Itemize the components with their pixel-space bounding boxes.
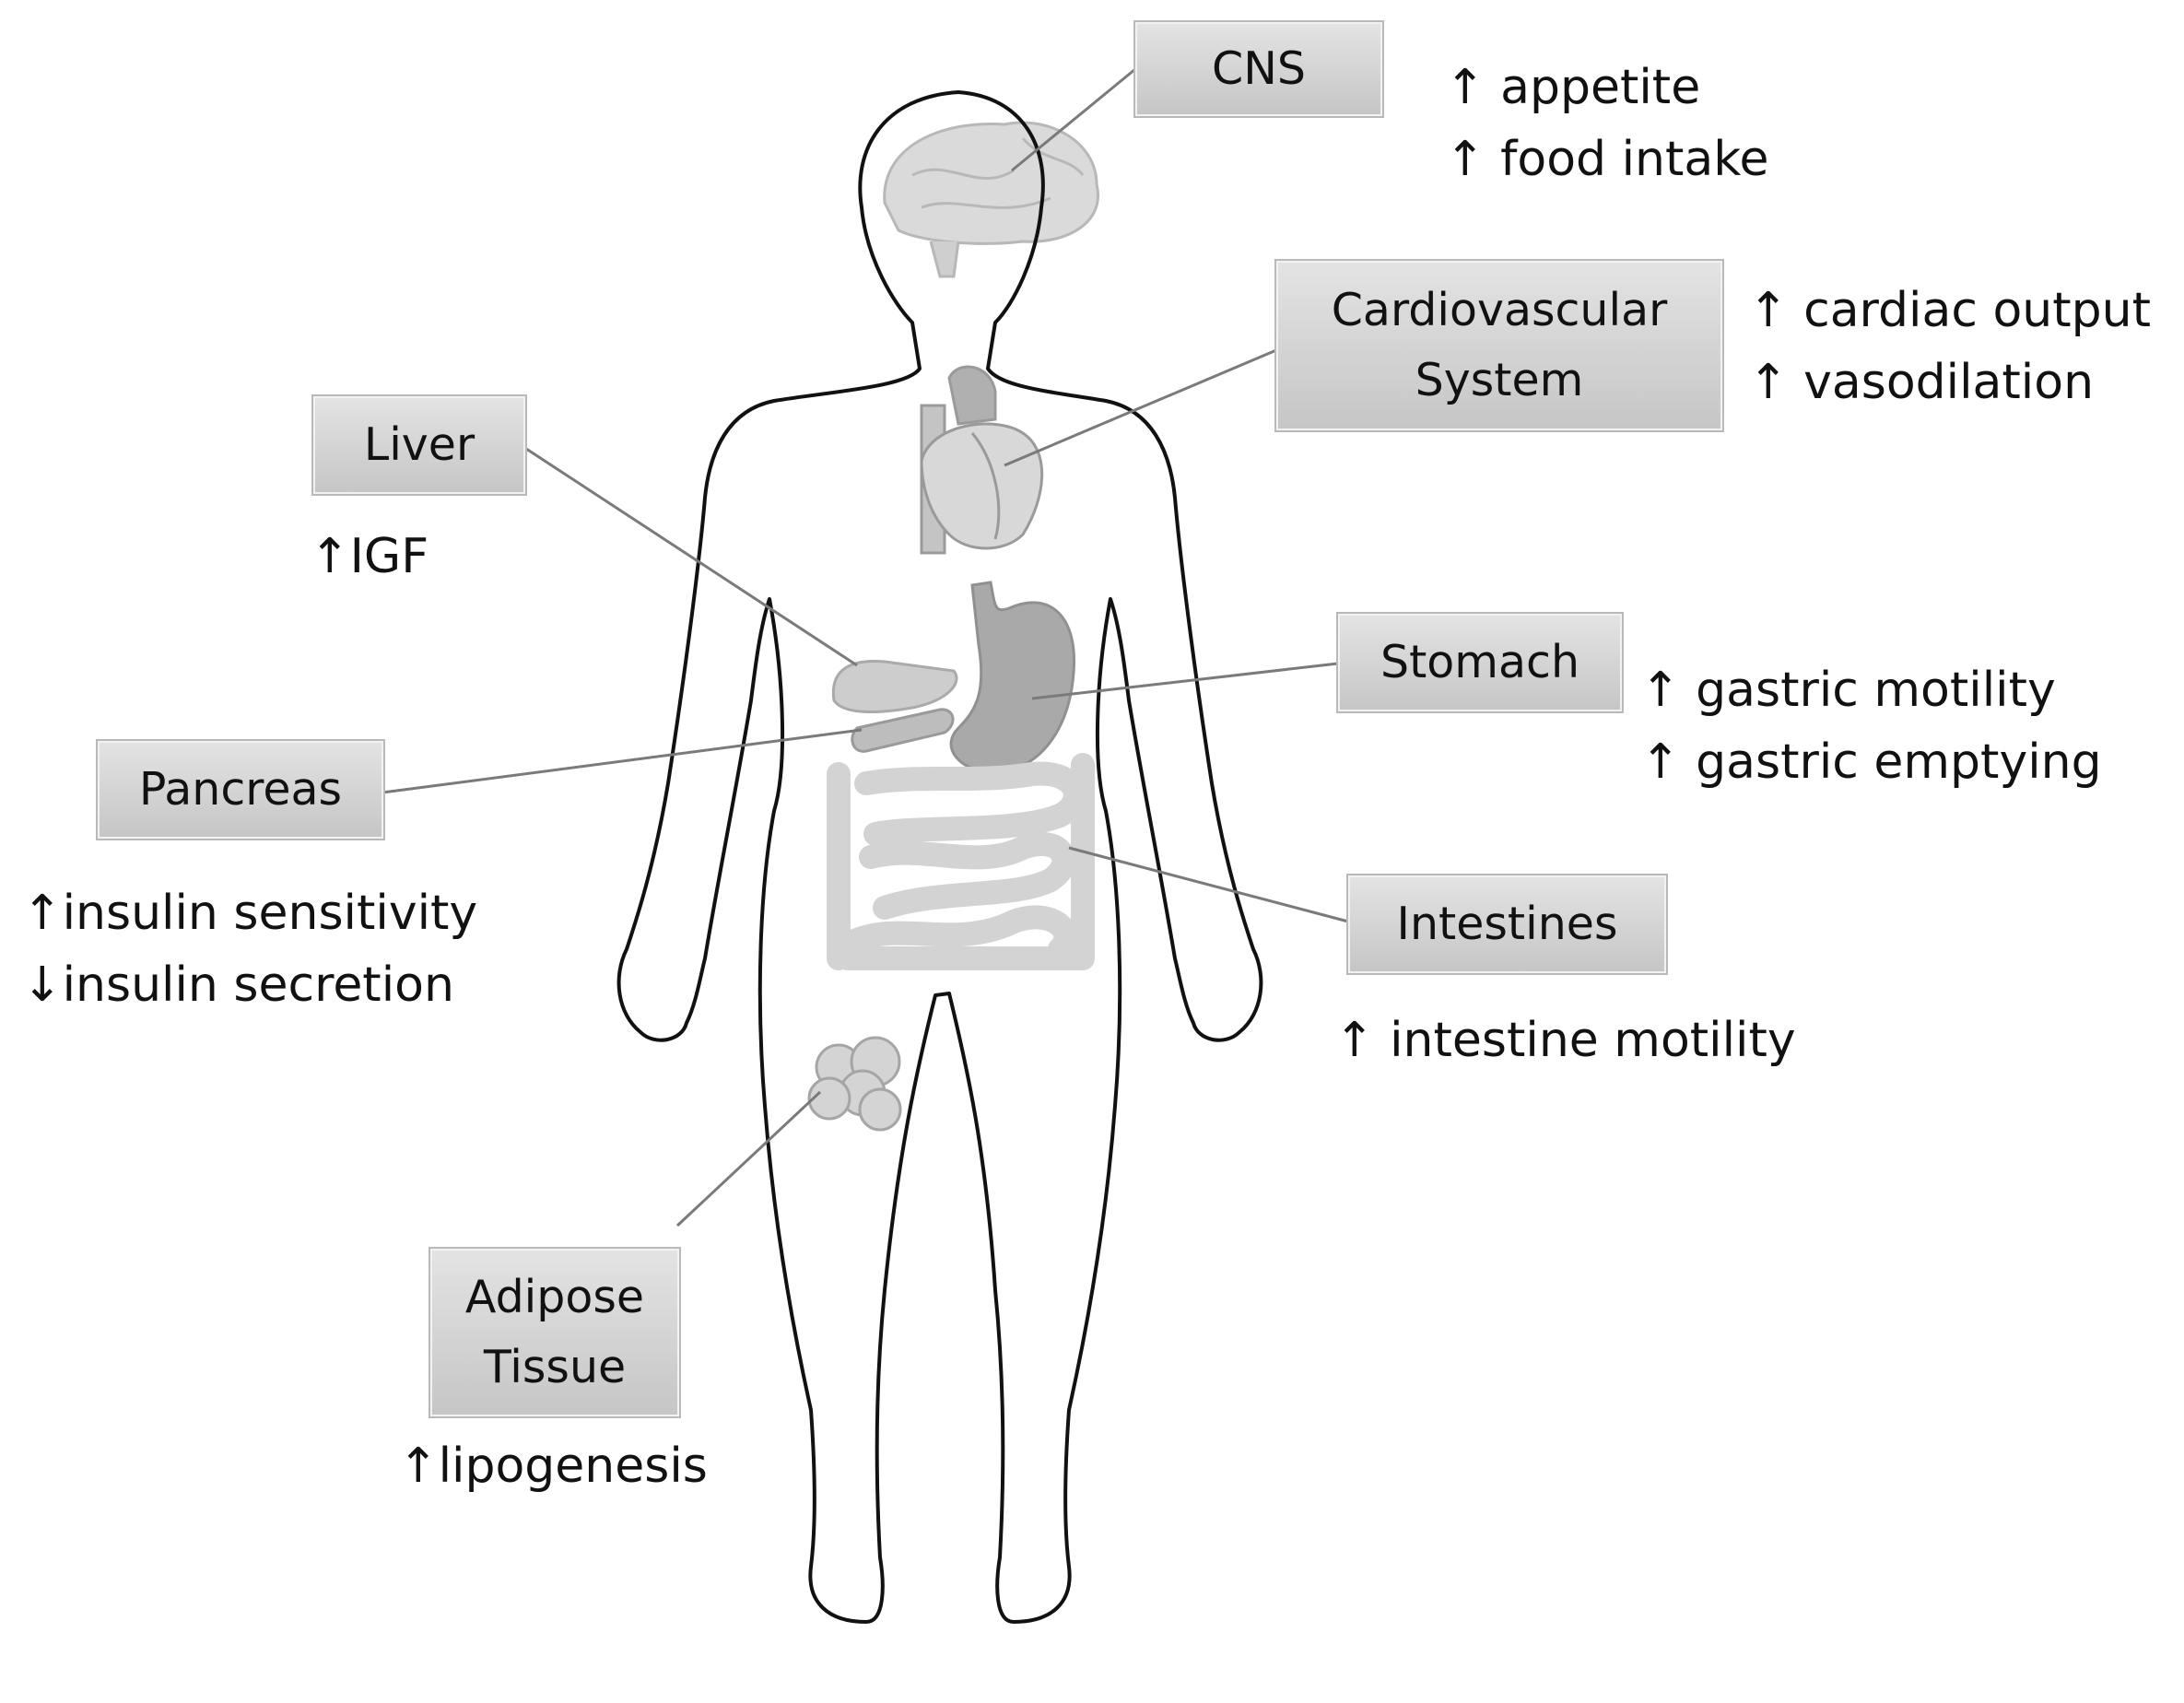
intestines-box: Intestines	[1346, 874, 1668, 975]
body-outline	[616, 90, 1263, 1624]
cns-effects: ↑ appetite ↑ food intake	[1445, 52, 1768, 195]
pancreas-effect-1: ↑insulin sensitivity	[22, 886, 478, 941]
stomach-illustration	[949, 581, 1076, 774]
adipose-label-line1: Adipose	[464, 1271, 645, 1323]
cns-effect-2: ↑ food intake	[1445, 132, 1769, 187]
stomach-effect-1: ↑ gastric motility	[1640, 663, 2056, 718]
pancreas-box: Pancreas	[96, 739, 385, 840]
stomach-leader	[1031, 662, 1339, 700]
pancreas-illustration	[851, 708, 955, 753]
cns-leader	[1011, 67, 1136, 172]
cns-box: CNS	[1133, 20, 1384, 118]
stomach-effects: ↑ gastric motility ↑ gastric emptying	[1640, 654, 2102, 798]
intestines-leader	[1068, 846, 1349, 923]
adipose-box: Adipose Tissue	[429, 1247, 681, 1418]
heart-illustration	[920, 365, 1044, 555]
pancreas-leader	[382, 728, 863, 794]
stomach-box: Stomach	[1336, 612, 1624, 713]
cardio-label-line1: Cardiovascular	[1331, 284, 1668, 336]
liver-box: Liver	[311, 394, 527, 496]
leader-lines	[382, 67, 1349, 1227]
intestines-illustration	[827, 753, 1095, 970]
adipose-effect-1: ↑lipogenesis	[398, 1439, 708, 1494]
cns-label: CNS	[1212, 42, 1306, 95]
adipose-illustration	[807, 1036, 902, 1132]
adipose-effects: ↑lipogenesis	[398, 1430, 708, 1502]
pancreas-label: Pancreas	[138, 763, 343, 816]
cardio-effect-1: ↑ cardiac output	[1748, 283, 2151, 338]
intestines-label: Intestines	[1396, 898, 1618, 950]
cardio-label-line2: System	[1415, 354, 1584, 406]
brain-illustration	[883, 121, 1099, 278]
pancreas-effects: ↑insulin sensitivity ↓insulin secretion	[22, 877, 477, 1021]
intestines-effects: ↑ intestine motility	[1334, 1004, 1796, 1076]
cardio-effects: ↑ cardiac output ↑ vasodilation	[1748, 275, 2151, 418]
stomach-label: Stomach	[1380, 636, 1580, 688]
cardio-effect-2: ↑ vasodilation	[1748, 355, 2095, 410]
stomach-effect-2: ↑ gastric emptying	[1640, 734, 2102, 790]
adipose-leader	[675, 1090, 822, 1227]
adipose-label-line2: Tissue	[483, 1341, 627, 1393]
intestines-effect-1: ↑ intestine motility	[1334, 1013, 1796, 1068]
cns-effect-1: ↑ appetite	[1445, 60, 1701, 115]
liver-effect-1: ↑IGF	[310, 529, 429, 584]
liver-label: Liver	[363, 418, 476, 471]
pancreas-effect-2: ↓insulin secretion	[22, 957, 454, 1013]
liver-effects: ↑IGF	[310, 521, 429, 593]
liver-leader	[523, 445, 858, 667]
cardio-leader	[1004, 348, 1277, 467]
liver-illustration	[831, 660, 958, 714]
cardio-box: Cardiovascular System	[1274, 259, 1724, 432]
